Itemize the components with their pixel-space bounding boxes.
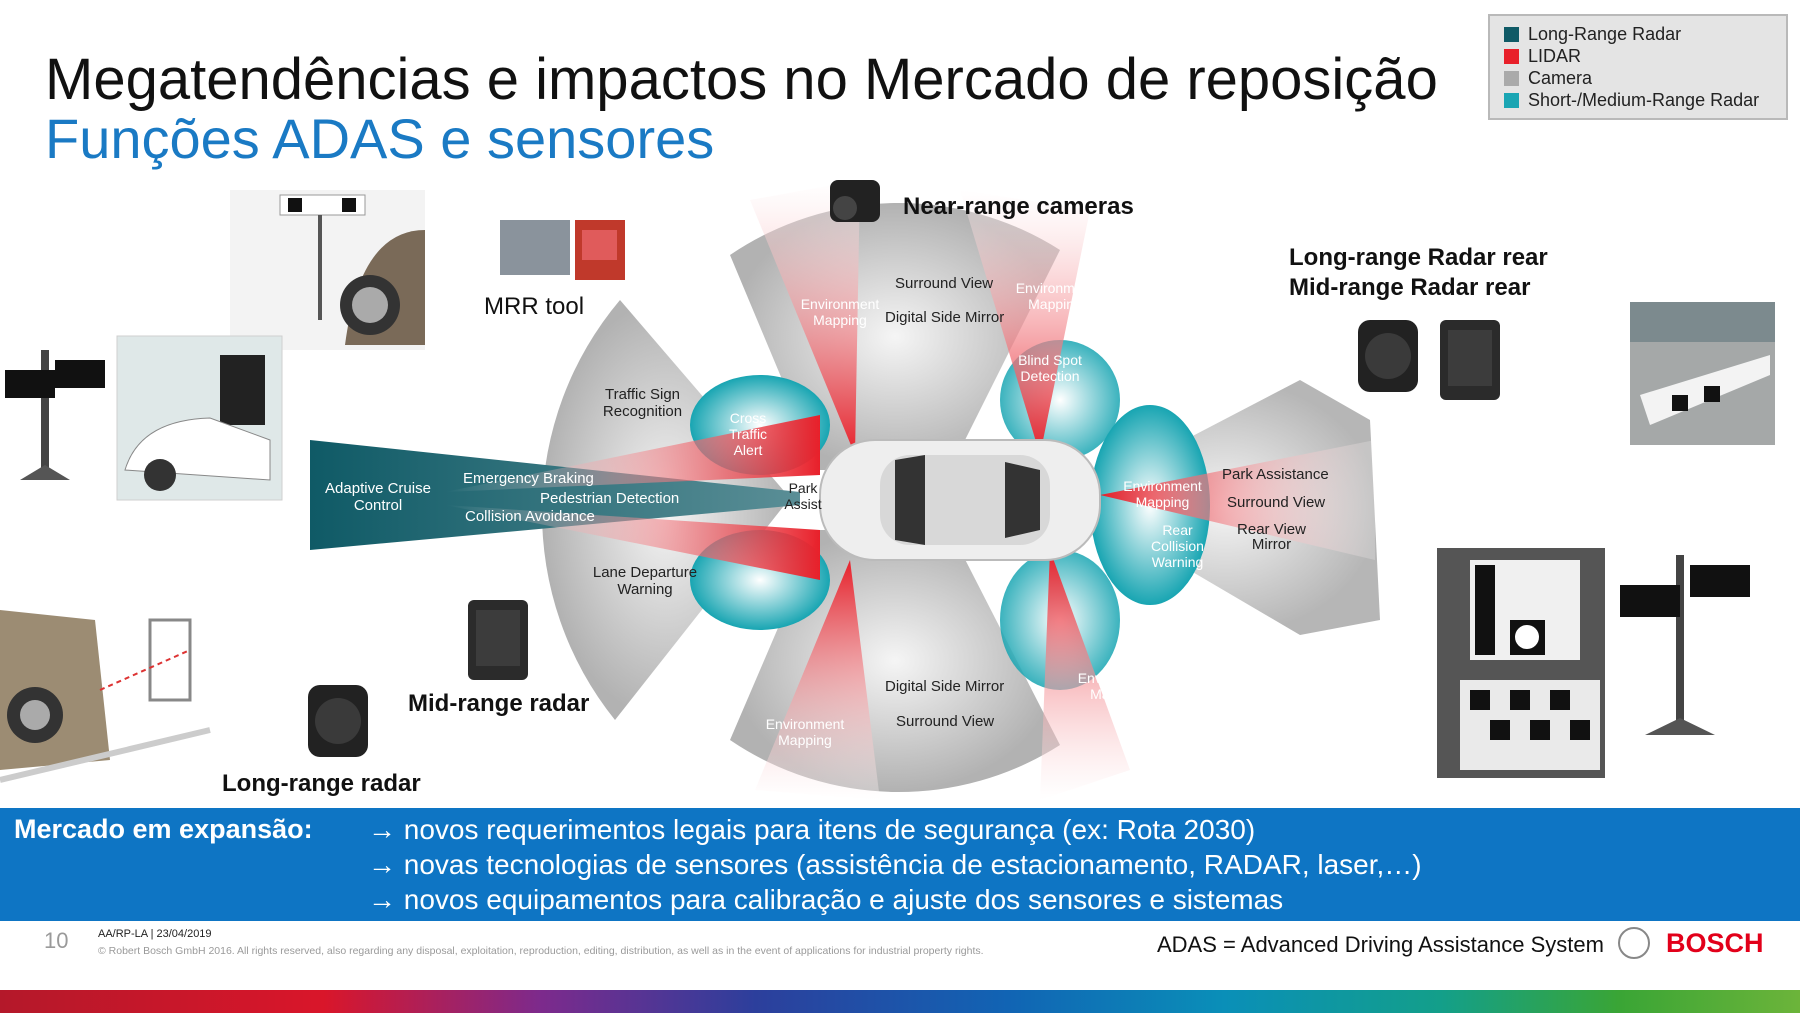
label-collision-avoidance: Collision Avoidance	[465, 508, 595, 525]
label-cross-traffic-alert: Cross Traffic Alert	[728, 410, 768, 458]
label-park-assist: Park Assist	[784, 480, 822, 512]
label-adaptive-cruise-control: Adaptive Cruise Control	[325, 480, 431, 514]
label-surround-view-rear: Surround View	[1227, 494, 1326, 511]
lidar-front-lower	[445, 505, 820, 580]
adas-definition: ADAS = Advanced Driving Assistance Syste…	[1157, 932, 1604, 957]
mid-range-radar-device	[468, 600, 528, 680]
bosch-logo-icon	[1618, 927, 1650, 959]
banner-label: Mercado em expansão:	[14, 814, 313, 844]
lidar-bottom-left	[755, 560, 880, 800]
legend-item-short-medium-radar: Short-/Medium-Range Radar	[1504, 90, 1759, 111]
lidar-front-upper	[445, 415, 820, 492]
legend-swatch	[1504, 49, 1519, 64]
label-surround-view-top: Surround View	[895, 275, 994, 292]
legend-item-camera: Camera	[1504, 68, 1592, 89]
label-env-mapping-top-right: Environment Mapping	[1015, 280, 1095, 312]
banner-line-1: → novos requerimentos legais para itens …	[368, 814, 1256, 845]
legend-swatch	[1504, 71, 1519, 86]
market-expansion-banner: Mercado em expansão: → novos requeriment…	[0, 808, 1800, 921]
lidar-bottom-right	[1040, 550, 1130, 800]
label-pedestrian-detection: Pedestrian Detection	[540, 490, 680, 507]
label-env-mapping-front: Environment Mapping	[460, 534, 540, 566]
caption-mid-range-radar-rear: Mid-range Radar rear	[1289, 274, 1531, 301]
legend-swatch	[1504, 27, 1519, 42]
calibration-photo-top-left	[230, 190, 425, 350]
document-reference: AA/RP-LA | 23/04/2019	[98, 928, 212, 940]
legend-item-lidar: LIDAR	[1504, 46, 1581, 67]
label-emergency-braking: Emergency Braking	[463, 470, 594, 487]
car-top-view	[819, 439, 1101, 561]
calibration-stand-right	[1620, 555, 1750, 735]
label-digital-side-mirror-bottom: Digital Side Mirror	[885, 678, 1005, 695]
label-park-assistance: Park Assistance	[1222, 466, 1329, 483]
caption-long-range-radar-rear: Long-range Radar rear	[1289, 244, 1548, 271]
label-rear-collision-warning: Rear Collision Warning	[1151, 522, 1204, 570]
copyright-notice: © Robert Bosch GmbH 2016. All rights res…	[98, 945, 984, 957]
near-range-camera-device	[830, 180, 880, 222]
page-number: 10	[44, 928, 69, 953]
label-lane-departure-warning: Lane Departure Warning	[592, 564, 698, 598]
calibration-stand-left	[5, 350, 105, 480]
banner-line-3: → novos equipamentos para calibração e a…	[368, 884, 1284, 915]
label-env-mapping-top-left: Environment Mapping	[800, 296, 880, 328]
lidar-top-left	[750, 180, 860, 455]
banner-line-2: → novas tecnologias de sensores (assistê…	[368, 849, 1422, 880]
long-range-radar-rear-device	[1358, 320, 1418, 392]
lidar-rear	[1100, 440, 1375, 560]
label-digital-side-mirror-top: Digital Side Mirror	[885, 309, 1005, 326]
legend-item-long-range-radar: Long-Range Radar	[1504, 24, 1681, 45]
label-traffic-sign-recognition: Traffic Sign Recognition	[602, 386, 683, 420]
caption-long-range-radar: Long-range radar	[222, 770, 421, 797]
calibration-photo-right-bottom	[1437, 548, 1605, 778]
label-surround-view-bottom: Surround View	[896, 713, 995, 730]
lidar-top-right	[960, 190, 1090, 455]
caption-near-range-cameras: Near-range cameras	[903, 193, 1134, 220]
label-rear-view-mirror: Rear View Mirror	[1237, 521, 1306, 553]
mrr-tool-device	[500, 220, 625, 280]
label-env-mapping-bottom-left: Environment Mapping	[765, 716, 845, 748]
long-range-radar-beam	[310, 440, 800, 550]
slide-title: Megatendências e impactos no Mercado de …	[45, 47, 1438, 112]
legend-swatch	[1504, 93, 1519, 108]
caption-mrr-tool: MRR tool	[484, 293, 585, 320]
adas-sensor-diagram	[0, 180, 1775, 800]
label-env-mapping-bottom-right: Environment Mapping	[1077, 670, 1157, 702]
workshop-photo-left	[116, 335, 283, 501]
calibration-photo-bottom-left	[0, 610, 211, 783]
long-range-radar-device	[308, 685, 368, 757]
label-blind-spot-detection: Blind Spot Detection	[1018, 352, 1082, 384]
calibration-photo-right-top	[1630, 302, 1775, 445]
bottom-color-stripe	[0, 990, 1800, 1013]
bosch-logo: BOSCH	[1666, 928, 1764, 958]
label-env-mapping-rear: Environment Mapping	[1123, 478, 1202, 510]
caption-mid-range-radar: Mid-range radar	[408, 690, 590, 717]
sensor-legend: Long-Range Radar LIDAR Camera Short-/Med…	[1488, 14, 1788, 120]
mid-range-radar-rear-device	[1440, 320, 1500, 400]
slide-subtitle: Funções ADAS e sensores	[45, 107, 715, 170]
